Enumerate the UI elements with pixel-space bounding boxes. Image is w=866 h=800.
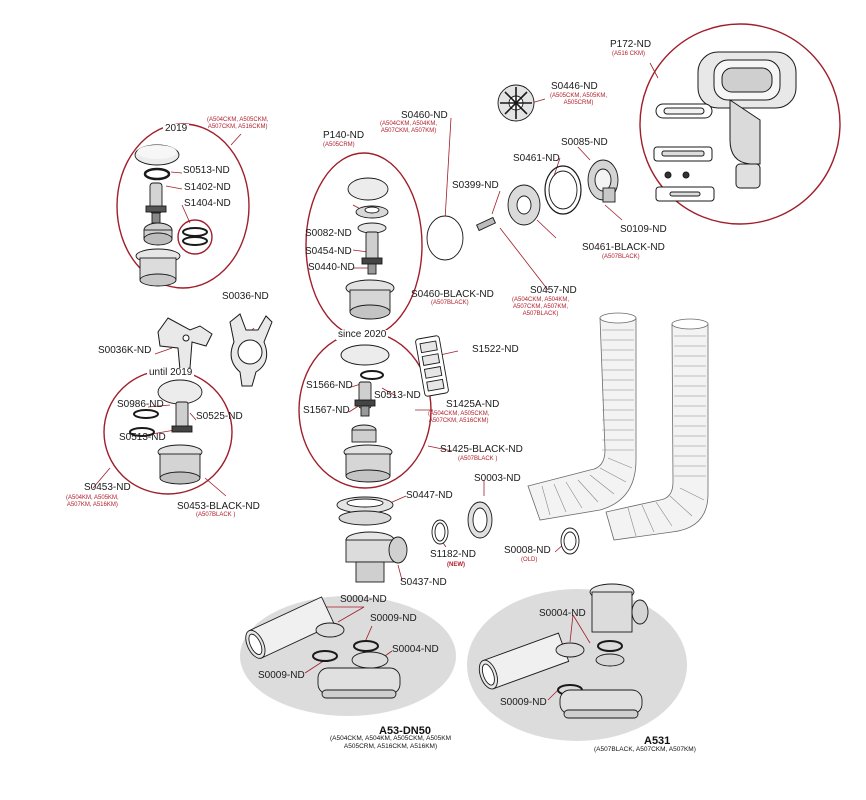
- part-label-s0446: S0446-ND: [551, 81, 598, 92]
- part-label-s1567: S1567-ND: [303, 405, 350, 416]
- hose-short: [605, 323, 709, 541]
- part-label-s0513-a: S0513-ND: [183, 165, 230, 176]
- part-label-s1402: S1402-ND: [184, 182, 231, 193]
- part-sub-s0008: (OLD): [521, 557, 538, 563]
- part-label-s0003: S0003-ND: [474, 473, 521, 484]
- oring-s0986: [133, 409, 159, 419]
- kit-title-a531: A531: [644, 735, 671, 747]
- part-sub-p172: (A516 CKM): [612, 51, 646, 57]
- part-label-s1182: S1182-ND: [430, 549, 476, 560]
- cap-since2020: [340, 344, 390, 366]
- part-label-s0082: S0082-ND: [305, 228, 352, 239]
- part-label-s0440: S0440-ND: [308, 262, 355, 273]
- group-p172-circle: [639, 23, 841, 225]
- part-label-s1522: S1522-ND: [472, 344, 519, 355]
- part-sub-s0461-black: (A507BLACK): [602, 254, 640, 260]
- part-label-p140: P140-ND: [323, 130, 365, 141]
- part-label-s0004-a53-bottom: S0004-ND: [392, 644, 439, 655]
- part-label-s0461-black: S0461-BLACK-ND: [582, 242, 665, 253]
- part-label-s0454: S0454-ND: [305, 246, 352, 257]
- part-sub-s1425-black: (A507BLACK ): [458, 456, 498, 462]
- part-label-s0447: S0447-ND: [406, 490, 453, 501]
- key-s0036k: [157, 317, 213, 371]
- ring-s0085: [544, 165, 582, 215]
- part-sub-s0460: (A504CKM, A504KM, A507CKM, A507KM): [380, 121, 438, 134]
- part-sub-2019: (A504CKM, A505CKM, A507CKM, A516CKM): [207, 117, 269, 130]
- part-label-s0986: S0986-ND: [117, 399, 164, 410]
- part-label-s0085: S0085-ND: [561, 137, 608, 148]
- group-label-2019: 2019: [163, 123, 190, 134]
- part-label-s0004-a531: S0004-ND: [539, 608, 586, 619]
- oring-s0513-c: [360, 370, 384, 380]
- part-sub-s1425a: (A504CKM, A505CKM, A507CKM, A516CKM): [428, 411, 490, 424]
- part-label-s0008: S0008-ND: [504, 545, 551, 556]
- part-sub-p140: (A505CRM): [323, 142, 355, 148]
- part-label-s0009-a53-top: S0009-ND: [370, 613, 417, 624]
- group-label-until-2019: until 2019: [147, 367, 195, 378]
- hose-long: [527, 317, 637, 521]
- part-label-s0453-black: S0453-BLACK-ND: [177, 501, 260, 512]
- part-label-s0036: S0036-ND: [222, 291, 269, 302]
- part-label-s0457: S0457-ND: [530, 285, 577, 296]
- part-label-s0109: S0109-ND: [620, 224, 667, 235]
- oring-s0513-a: [143, 167, 171, 181]
- stem-s0454: [365, 231, 379, 261]
- part-label-s0525: S0525-ND: [196, 411, 243, 422]
- part-sub-s0460-black: (A507BLACK): [431, 300, 469, 306]
- part-sub-s0453: (A504KM, A505KM, A507KM, A516KM): [66, 495, 119, 508]
- s1404-highlight-circle: [177, 219, 213, 255]
- kit-title-a53: A53-DN50: [379, 725, 431, 737]
- part-label-s0513-c: S0513-ND: [374, 390, 421, 401]
- screw-s0399: [475, 216, 497, 232]
- part-label-s0461: S0461-ND: [513, 153, 560, 164]
- part-sub-s1182-new: (NEW): [447, 562, 465, 568]
- group-label-since-2020: since 2020: [336, 329, 389, 340]
- part-label-s0453: S0453-ND: [84, 482, 131, 493]
- cap-until2019: [157, 379, 203, 405]
- kit-sub-a531: (A507BLACK, A507CKM, A507KM): [594, 746, 696, 753]
- part-sub-s0457: (A504CKM, A504KM, A507CKM, A507KM, A507B…: [512, 297, 570, 317]
- part-label-s0004-a53-top: S0004-ND: [340, 594, 387, 605]
- part-sub-s0446: (A505CKM, A505KM, A505CRM): [550, 93, 608, 106]
- stem-s0525: [175, 401, 189, 429]
- part-label-s0009-a53-bottom: S0009-ND: [258, 670, 305, 681]
- part-label-p172: P172-ND: [610, 39, 652, 50]
- ring-s1182: [431, 519, 449, 545]
- part-label-s0460-black: S0460-BLACK-ND: [411, 289, 494, 300]
- disc-s0460: [426, 215, 464, 261]
- cap-p140: [347, 177, 389, 201]
- part-label-s0437: S0437-ND: [400, 577, 447, 588]
- part-label-s1425-black: S1425-BLACK-ND: [440, 444, 523, 455]
- kit-sub-a53: (A504CKM, A504KM, A505CKM, A505KM A505CR…: [330, 735, 452, 750]
- part-label-s1425a: S1425A-ND: [446, 399, 500, 410]
- part-label-s0009-a531: S0009-ND: [500, 697, 547, 708]
- part-sub-s0453-black: (A507BLACK ): [196, 512, 236, 518]
- part-label-s0399: S0399-ND: [452, 180, 499, 191]
- part-label-s1566: S1566-ND: [306, 380, 353, 391]
- oring-s0513-b: [129, 427, 155, 437]
- part-label-s0513-b: S0513-ND: [119, 432, 166, 443]
- part-label-s0460: S0460-ND: [401, 110, 448, 121]
- part-label-s1404: S1404-ND: [184, 198, 231, 209]
- part-label-s0036k: S0036K-ND: [98, 345, 152, 356]
